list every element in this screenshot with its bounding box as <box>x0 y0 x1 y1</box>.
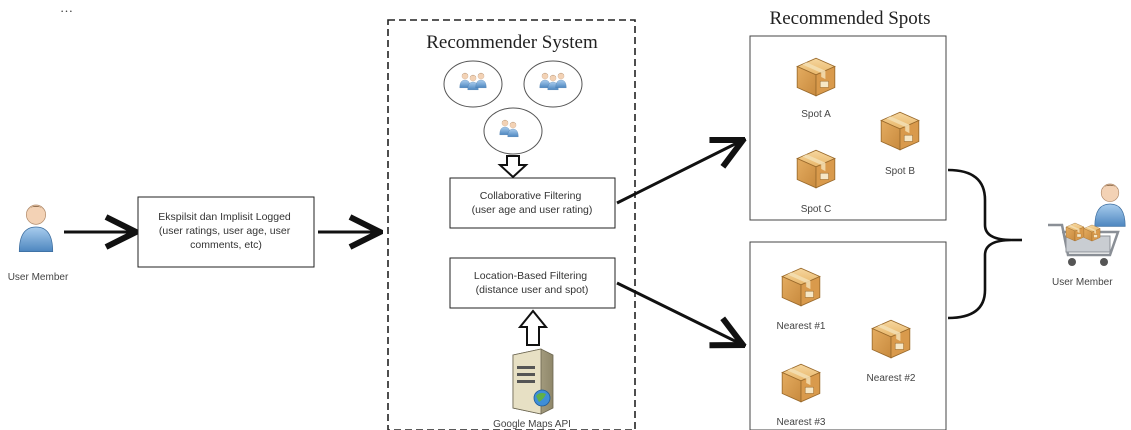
package-icon <box>796 149 836 189</box>
spot-a-label: Spot A <box>801 109 831 120</box>
user-member-left: User Member <box>8 204 69 283</box>
user-icon <box>18 204 54 253</box>
spot-b-label: Spot B <box>885 166 915 177</box>
nearest-1: Nearest #1 <box>777 267 826 332</box>
google-maps-api-label: Google Maps API <box>493 419 571 430</box>
hollow-arrow-up <box>517 309 549 346</box>
nearest-spots-box: Nearest #1 Nearest #2 Nearest #3 <box>749 241 947 430</box>
location-based-filtering-box: Location-Based Filtering (distance user … <box>449 257 616 309</box>
nearest-1-label: Nearest #1 <box>777 321 826 332</box>
nearest-3: Nearest #3 <box>777 363 826 428</box>
package-icon <box>781 363 821 403</box>
location-based-filtering-text: Location-Based Filtering (distance user … <box>474 270 590 296</box>
server-icon <box>512 348 554 415</box>
user-member-left-label: User Member <box>8 272 69 283</box>
cropped-header-text: … <box>60 0 73 15</box>
collaborative-filtering-text: Collaborative Filtering (user age and us… <box>472 190 593 216</box>
nearest-3-label: Nearest #3 <box>777 417 826 428</box>
recommender-system-panel: Recommender System <box>387 19 636 430</box>
package-icon <box>880 111 920 151</box>
recommender-system-title: Recommender System <box>426 32 598 53</box>
user-group-circle-3 <box>483 107 543 155</box>
spot-a: Spot A <box>796 57 836 120</box>
user-group-circle-1 <box>443 60 503 108</box>
merge-brace <box>947 168 1013 320</box>
arrow-lbf-to-nearest <box>616 281 743 345</box>
user-member-right: User Member <box>1048 183 1126 288</box>
spot-c-label: Spot C <box>801 204 832 215</box>
package-icon <box>871 319 911 359</box>
package-icon <box>781 267 821 307</box>
recommended-spots-title: Recommended Spots <box>770 8 931 29</box>
spot-b: Spot B <box>880 111 920 177</box>
hollow-arrow-down <box>497 155 529 179</box>
recommended-spots-box: Spot A Spot B Spot C <box>749 35 947 221</box>
nearest-2-label: Nearest #2 <box>867 373 916 384</box>
user-member-right-label: User Member <box>1052 277 1113 288</box>
spot-c: Spot C <box>796 149 836 215</box>
package-icon <box>796 57 836 97</box>
arrow-cf-to-spots <box>616 140 743 205</box>
collaborative-filtering-box: Collaborative Filtering (user age and us… <box>449 177 616 229</box>
user-group-circle-2 <box>523 60 583 108</box>
nearest-2: Nearest #2 <box>867 319 916 384</box>
input-data-text: Ekspilsit dan Implisit Logged (user rati… <box>158 211 293 251</box>
shopping-user-icon <box>1048 183 1126 266</box>
input-data-box: Ekspilsit dan Implisit Logged (user rati… <box>137 196 315 268</box>
